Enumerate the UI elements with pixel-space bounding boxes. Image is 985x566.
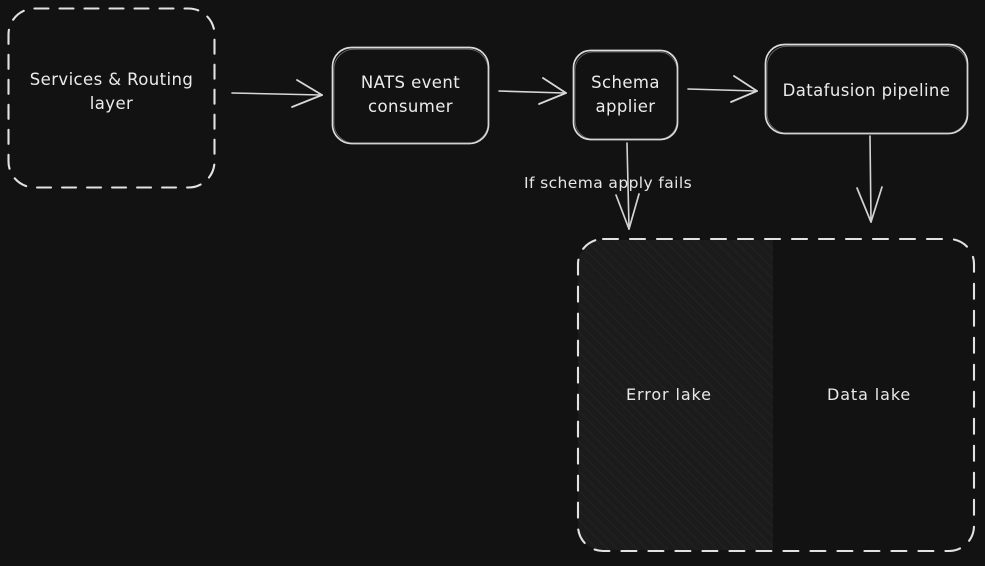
node-services-routing-layer-border: [7, 7, 216, 189]
error-lake-hatch-fill: [578, 240, 773, 550]
node-nats-event-consumer-border-sketch: [333, 48, 489, 144]
node-schema-applier-border: [572, 49, 679, 141]
lake-container-border: [576, 237, 976, 553]
node-schema-applier-border-sketch: [574, 51, 678, 140]
edge-services-to-nats: [231, 79, 323, 108]
error-lake-label: Error lake: [626, 385, 712, 404]
data-lake-label: Data lake: [827, 385, 912, 404]
edge-schema-to-datafusion: [687, 75, 758, 103]
edge-datafusion-to-data-lake: [856, 135, 883, 223]
edge-schema-to-error-lake: [615, 142, 640, 230]
node-nats-event-consumer-border: [331, 46, 490, 145]
node-datafusion-pipeline-border-sketch: [766, 45, 968, 134]
edge-label-if-schema-apply-fails: If schema apply fails: [524, 174, 693, 192]
node-datafusion-pipeline-border: [764, 43, 969, 135]
edge-nats-to-schema: [498, 77, 567, 105]
